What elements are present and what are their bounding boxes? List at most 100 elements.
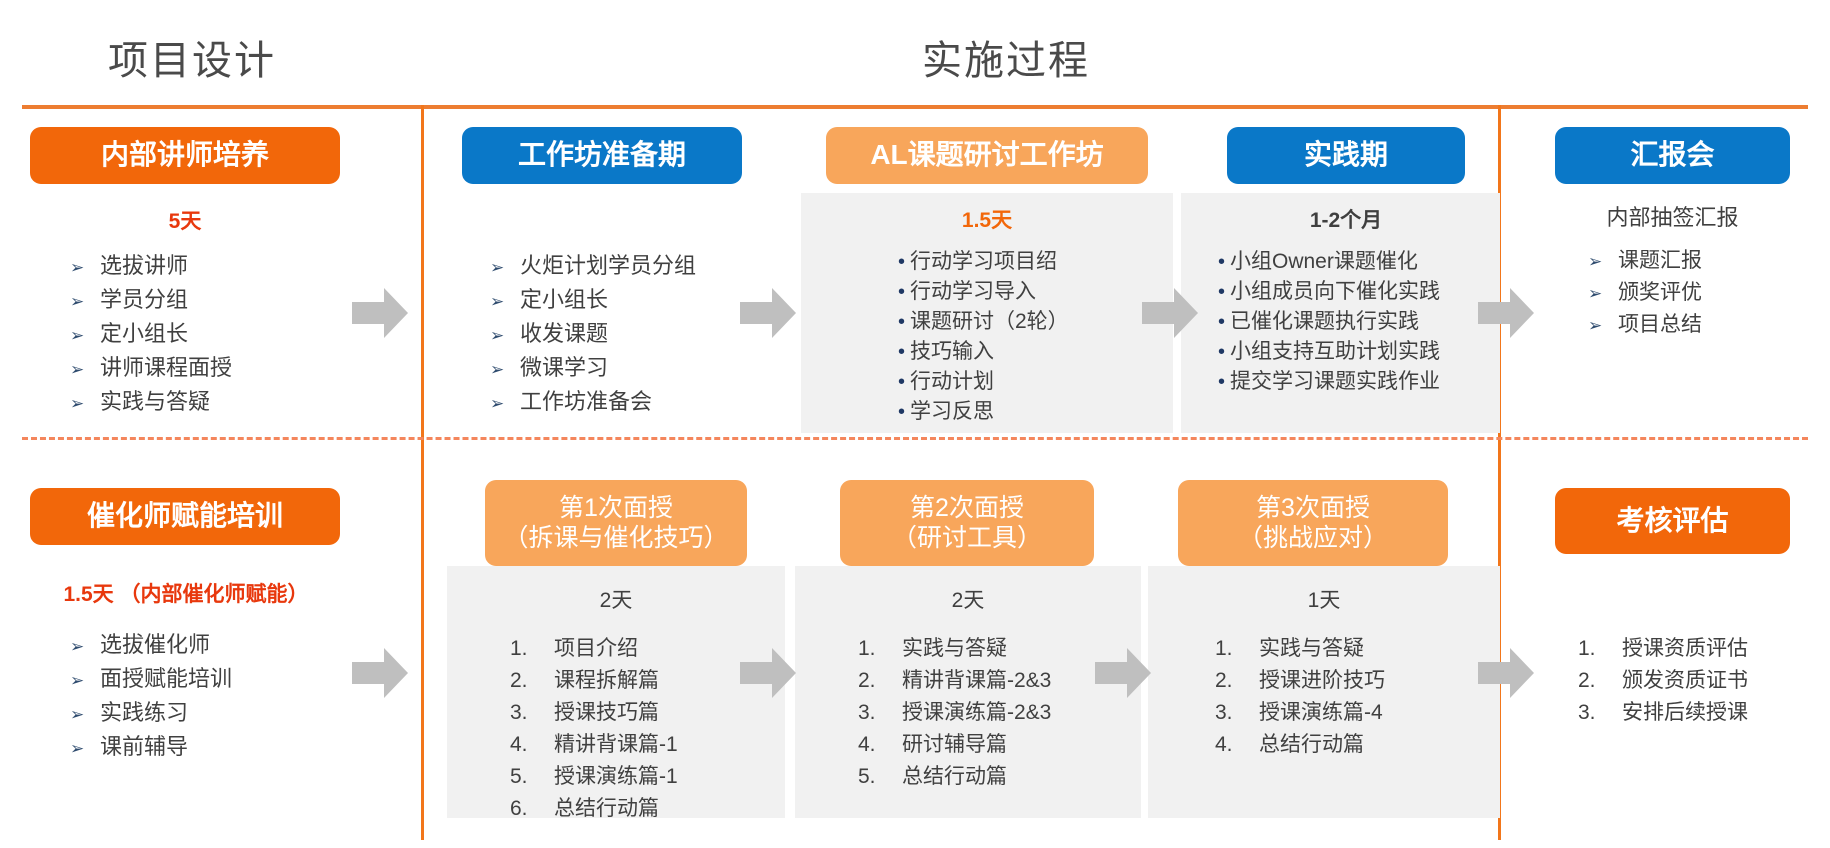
list-facilitator-empowerment-training: ➢选拔催化师➢面授赋能培训➢实践练习➢课前辅导 (70, 627, 232, 763)
list-item: 6. 总结行动篇 (510, 792, 678, 822)
list-number: 2. (510, 669, 528, 692)
arrow-bullet-icon: ➢ (1588, 284, 1603, 303)
list-item-label: 总结行动篇 (554, 797, 659, 820)
list-item-label: 行动学习导入 (910, 280, 1036, 303)
list-number: 3. (1215, 701, 1233, 724)
stage-pill-facilitator-empowerment-training[interactable]: 催化师赋能培训 (30, 488, 340, 545)
duration-practice-period: 1-2个月 (1309, 209, 1383, 232)
stage-pill-report-meeting[interactable]: 汇报会 (1555, 127, 1790, 184)
list-item: •已催化课题执行实践 (1218, 305, 1440, 335)
page-title-implementation: 实施过程 (922, 39, 1090, 83)
list-item: 2.精讲背课篇-2&3 (858, 664, 1051, 694)
list-item-label: 实践与答疑 (1259, 637, 1364, 660)
list-item-label: 授课演练篇-1 (554, 765, 678, 788)
stage-pill-session-1[interactable]: 第1次面授 （拆课与催化技巧） (485, 480, 747, 566)
stage-pill-internal-trainer-development[interactable]: 内部讲师培养 (30, 127, 340, 184)
list-item: 1. 授课资质评估 (1578, 632, 1748, 662)
list-item: ➢项目总结 (1588, 308, 1702, 338)
list-item-label: 定小组长 (520, 287, 609, 312)
list-item: ➢讲师课程面授 (70, 350, 232, 382)
list-item: ➢ 收发课题 (490, 316, 696, 348)
list-item-label: 课前辅导 (100, 734, 189, 759)
list-number: 4. (1215, 733, 1233, 756)
dot-bullet-icon: • (898, 311, 906, 333)
stage-pill-workshop-preparation[interactable]: 工作坊准备期 (462, 127, 742, 184)
list-item-label: 授课进阶技巧 (1259, 669, 1385, 692)
list-item-label: 定小组长 (100, 321, 189, 346)
duration-session-2: 2天 (951, 589, 985, 612)
stage-pill-al-topic-workshop[interactable]: AL课题研讨工作坊 (826, 127, 1148, 184)
duration-session-1: 2天 (599, 589, 633, 612)
arrow-bullet-icon: ➢ (490, 394, 505, 413)
dot-bullet-icon: • (898, 401, 906, 423)
list-item: •行动学习导入 (898, 275, 1069, 305)
list-item-label: 收发课题 (520, 321, 609, 346)
session-1-title-line2: （拆课与催化技巧） (503, 524, 729, 552)
list-item: ➢火炬计划学员分组 (490, 248, 696, 280)
list-number: 1. (510, 637, 528, 660)
list-number: 2. (1215, 669, 1233, 692)
list-item: 3.授课演练篇-2&3 (858, 696, 1051, 726)
list-item: •行动计划 (898, 365, 1069, 395)
list-item-label: 颁发资质证书 (1622, 669, 1748, 692)
flow-arrow-bottom-3 (1095, 648, 1151, 698)
list-item-label: 行动学习项目绍 (910, 250, 1057, 273)
list-item-label: 实践与答疑 (100, 389, 211, 414)
arrow-bullet-icon: ➢ (490, 292, 505, 311)
flow-arrow-bottom-1 (352, 648, 408, 698)
list-item: 4.精讲背课篇-1 (510, 728, 678, 758)
list-practice-period: •小组Owner课题催化•小组成员向下催化实践•已催化课题执行实践 • 小组支持互助… (1218, 245, 1440, 395)
list-item: ➢ 工作坊准备会 (490, 384, 696, 416)
list-item: ➢选拔催化师 (70, 627, 232, 659)
list-item: ➢课前辅导 (70, 729, 232, 761)
list-al-topic-workshop: •行动学习项目绍•行动学习导入•课题研讨（2轮）•技巧输入•行动计划•学习反思 (898, 245, 1069, 425)
stage-pill-session-2[interactable]: 第2次面授 （研讨工具） (840, 480, 1094, 566)
list-item-label: 颁奖评优 (1618, 281, 1702, 304)
list-item: •小组成员向下催化实践 (1218, 275, 1440, 305)
list-item: ➢ 颁奖评优 (1588, 276, 1702, 306)
list-item: •学习反思 (898, 395, 1069, 425)
list-item-label: 小组成员向下催化实践 (1230, 280, 1440, 303)
list-number: 1. (1578, 637, 1596, 660)
list-item-label: 实践与答疑 (902, 637, 1007, 660)
list-item-label: 工作坊准备会 (520, 389, 653, 414)
list-number: 4. (510, 733, 528, 756)
arrow-bullet-icon: ➢ (70, 671, 85, 690)
list-item-label: 学员分组 (100, 287, 189, 312)
list-item-label: 面授赋能培训 (100, 666, 233, 691)
list-number: 1. (858, 637, 876, 660)
list-item-label: 火炬计划学员分组 (520, 253, 697, 278)
duration-internal-trainer-development: 5天 (168, 210, 202, 233)
session-1-title-line1: 第1次面授 (559, 493, 673, 522)
arrow-bullet-icon: ➢ (490, 326, 505, 345)
list-item: •小组Owner课题催化 (1218, 245, 1440, 275)
header-divider-rule (22, 105, 1808, 109)
dot-bullet-icon: • (1218, 251, 1226, 273)
list-item-label: 项目介绍 (554, 637, 638, 660)
arrow-bullet-icon: ➢ (70, 394, 85, 413)
panel-session3-background (1148, 566, 1500, 818)
list-item-label: 学习反思 (910, 400, 994, 423)
stage-pill-practice-period[interactable]: 实践期 (1227, 127, 1465, 184)
subcaption-report-meeting: 内部抽签汇报 (1606, 205, 1739, 230)
dot-bullet-icon: • (898, 371, 906, 393)
stage-pill-session-3[interactable]: 第3次面授 （挑战应对） (1178, 480, 1448, 566)
duration-session-3: 1天 (1307, 589, 1341, 612)
list-item-label: 安排后续授课 (1622, 701, 1748, 724)
list-item-label: 小组支持互助计划实践 (1230, 340, 1440, 363)
flow-arrow-bottom-4 (1478, 648, 1534, 698)
list-item-label: 讲师课程面授 (100, 355, 233, 380)
list-item: ➢ 实践与答疑 (70, 384, 232, 416)
flow-arrow-bottom-2 (740, 648, 796, 698)
list-item-label: 总结行动篇 (1259, 733, 1364, 756)
flow-arrow-top-4 (1478, 288, 1534, 338)
list-item-label: 选拔讲师 (100, 253, 189, 278)
list-item-label: 授课资质评估 (1622, 637, 1748, 660)
stage-pill-assessment-evaluation[interactable]: 考核评估 (1555, 488, 1790, 554)
list-item: 2. 授课进阶技巧 (1215, 664, 1385, 694)
list-item: 4. 总结行动篇 (1215, 728, 1385, 758)
list-number: 6. (510, 797, 528, 820)
